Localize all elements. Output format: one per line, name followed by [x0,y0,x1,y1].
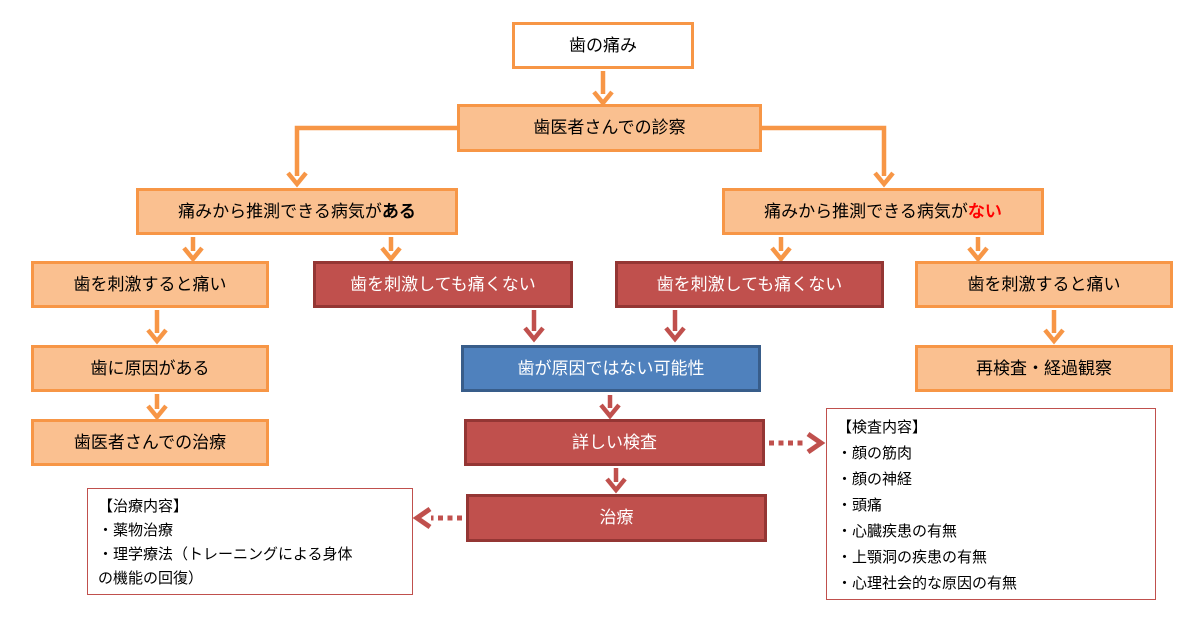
note-exam-item: ・心臓疾患の有無 [837,523,958,540]
node-no-pain-right-label: 歯を刺激しても痛くない [656,274,843,294]
node-no-pain-left: 歯を刺激しても痛くない [313,261,573,308]
note-treatment-item: ・理学療法（トレーニングによる身体 [98,546,353,563]
arrow-exam-to-no-disease [761,125,895,188]
node-stim-pain-right: 歯を刺激すると痛い [915,261,1173,308]
arrow-has-disease-to-stim-pain [182,237,204,263]
arrow-no-disease-to-no-pain [770,237,792,263]
note-exam-item: ・心理社会的な原因の有無 [837,575,1018,592]
node-not-tooth-possibility-label: 歯が原因ではない可能性 [517,358,705,378]
node-no-disease-label: 痛みから推測できる病気がない [764,201,1002,221]
node-dentist-treatment-label: 歯医者さんでの治療 [73,432,227,452]
node-detailed-exam-label: 詳しい検査 [572,432,657,452]
arrow-detailed-exam-to-treatment [605,468,627,494]
arrow-no-pain-left-to-possibility [523,310,545,343]
node-no-pain-right: 歯を刺激しても痛くない [615,261,884,308]
node-has-disease: 痛みから推測できる病気がある [136,188,458,235]
arrow-cause-to-dentist-treatment [146,394,168,421]
note-exam-item: ・上顎洞の疾患の有無 [837,549,988,566]
note-exam-item: ・頭痛 [837,497,883,514]
note-treatment-contents: 【治療内容】 ・薬物治療 ・理学療法（トレーニングによる身体 の機能の回復） [87,488,413,595]
arrow-stim-pain-to-cause [146,310,168,345]
node-dentist-treatment: 歯医者さんでの治療 [31,419,269,466]
node-stim-pain-left-label: 歯を刺激すると痛い [73,274,227,294]
node-has-disease-label: 痛みから推測できる病気がある [178,201,416,221]
arrow-no-pain-right-to-possibility [664,310,686,343]
node-treatment-label: 治療 [599,508,634,528]
arrow-has-disease-to-no-pain [380,237,402,263]
node-dentist-exam-label: 歯医者さんでの診察 [533,118,686,138]
note-treatment-item: ・薬物治療 [98,522,174,539]
note-exam-item: ・顔の神経 [837,471,913,488]
no-disease-emphasis: ない [967,201,1002,221]
note-treatment-title: 【治療内容】 [98,498,189,515]
node-cause-in-tooth: 歯に原因がある [31,345,269,392]
node-stim-pain-right-label: 歯を刺激すると痛い [967,274,1121,294]
dotted-arrow-to-treatment-note [412,506,462,530]
note-treatment-item: の機能の回復） [98,570,204,587]
node-recheck: 再検査・経過観察 [915,345,1173,392]
arrow-no-disease-to-stim-pain [967,237,989,263]
node-tooth-pain: 歯の痛み [512,22,694,69]
node-detailed-exam: 詳しい検査 [464,419,765,466]
note-exam-item: ・顔の筋肉 [837,445,913,462]
node-dentist-exam: 歯医者さんでの診察 [457,104,762,152]
node-no-disease: 痛みから推測できる病気がない [722,188,1044,235]
node-treatment: 治療 [466,494,767,542]
node-stim-pain-left: 歯を刺激すると痛い [31,261,269,308]
node-not-tooth-possibility: 歯が原因ではない可能性 [461,345,761,392]
node-no-pain-left-label: 歯を刺激しても痛くない [350,274,536,294]
node-recheck-label: 再検査・経過観察 [976,358,1112,378]
node-tooth-pain-label: 歯の痛み [569,35,637,55]
arrow-stim-pain-to-recheck [1043,310,1065,345]
dotted-arrow-to-exam-note [769,431,826,455]
has-disease-emphasis: ある [381,201,416,221]
arrow-possibility-to-detailed-exam [599,395,621,420]
arrow-toothpain-to-exam [592,71,614,107]
node-cause-in-tooth-label: 歯に原因がある [90,358,210,378]
note-exam-contents: 【検査内容】 ・顔の筋肉 ・顔の神経 ・頭痛 ・心臓疾患の有無 ・上顎洞の疾患の… [826,408,1156,600]
note-exam-title: 【検査内容】 [837,419,928,436]
arrow-exam-to-has-disease [286,125,457,188]
